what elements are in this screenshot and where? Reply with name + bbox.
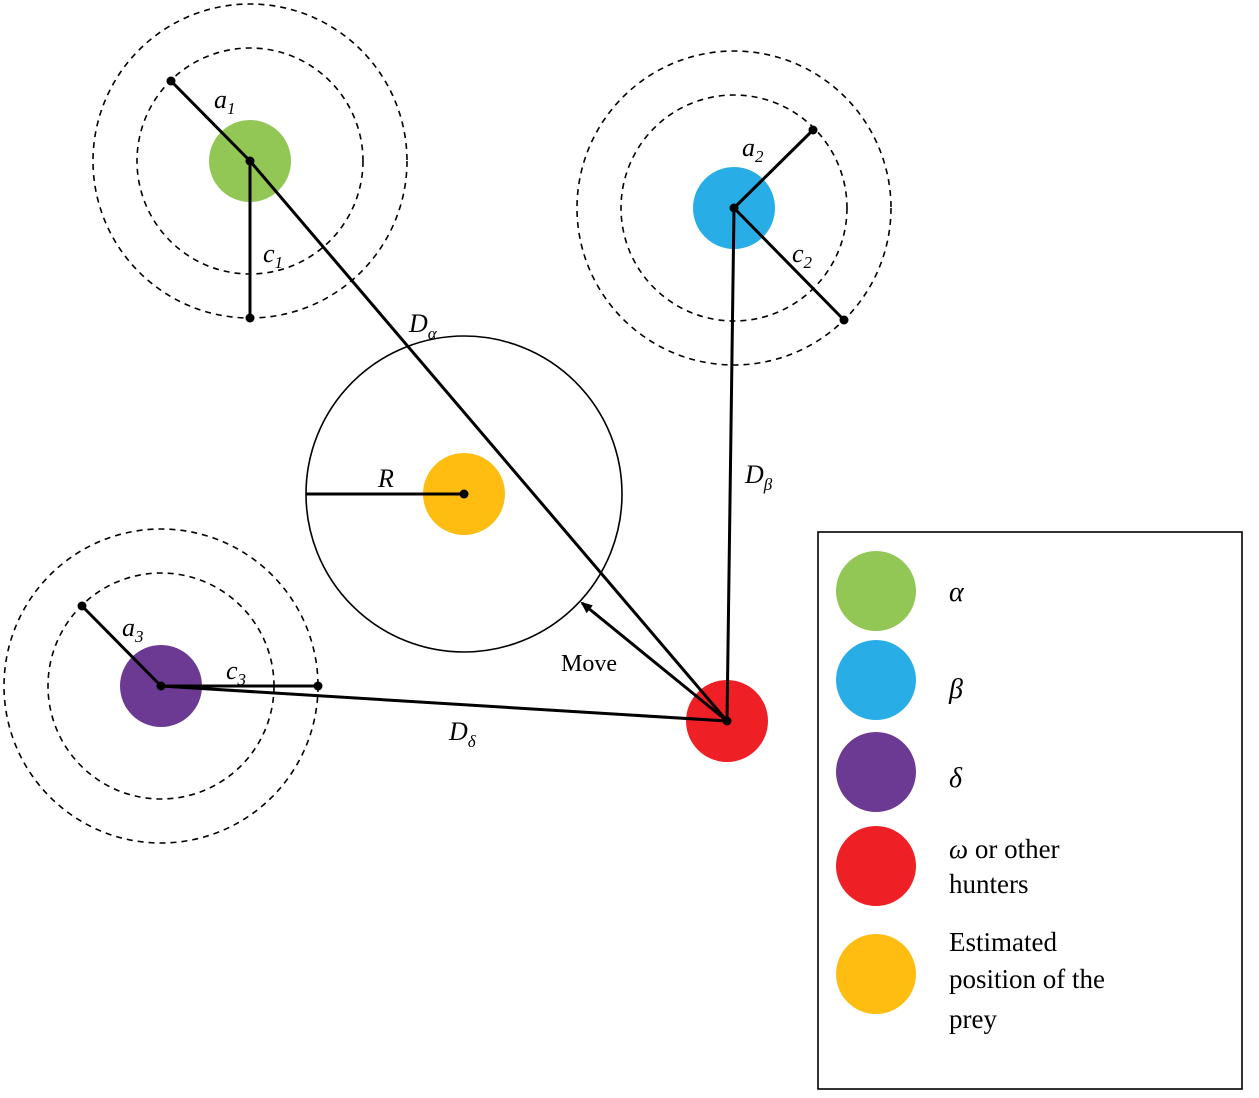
label-c3: c3 <box>226 656 246 689</box>
legend-beta-swatch <box>836 640 916 720</box>
d-delta-line <box>160 684 728 723</box>
d-beta-line <box>725 207 736 722</box>
move-arrow <box>580 601 728 723</box>
beta-a2-radius-line <box>732 128 815 210</box>
beta-outer-dashed-circle <box>576 50 892 366</box>
legend-delta-swatch <box>836 732 916 812</box>
label-d-beta: Dβ <box>744 460 773 494</box>
label-move: Move <box>561 651 617 677</box>
alpha-c1-end-point <box>245 313 255 323</box>
delta-a3-end-point <box>77 601 87 611</box>
d-alpha-line <box>248 160 729 722</box>
omega-center-point <box>722 716 732 726</box>
prey-group <box>305 335 623 653</box>
label-c1: c1 <box>263 239 283 272</box>
beta-a2-end-point <box>808 125 818 135</box>
legend-omega-swatch <box>836 826 916 906</box>
beta-c2-end-point <box>839 315 849 325</box>
label-a3: a3 <box>122 613 144 646</box>
alpha-a1-end-point <box>166 76 176 86</box>
legend-alpha-swatch <box>836 551 916 631</box>
legend-omega-label-line1: ω or other <box>949 834 1060 864</box>
label-a1: a1 <box>214 85 236 118</box>
beta-inner-dashed-circle <box>620 94 848 322</box>
delta-a3-radius-line <box>80 604 163 688</box>
label-r: R <box>377 464 394 493</box>
legend-prey-label-line1: Estimated <box>949 927 1057 957</box>
prey-center-point <box>459 489 469 499</box>
legend-prey-label-line2: position of the <box>949 964 1105 994</box>
legend-beta-label: β <box>948 674 963 705</box>
label-d-delta: Dδ <box>448 717 477 751</box>
label-d-alpha: Dα <box>408 309 438 343</box>
label-c2: c2 <box>792 239 813 272</box>
legend-prey-swatch <box>836 934 916 1014</box>
legend-prey-label-line3: prey <box>949 1004 997 1034</box>
legend: α β δ ω or other hunters Estimated posit… <box>817 531 1243 1090</box>
alpha-a1-radius-line <box>169 79 252 163</box>
legend-delta-label: δ <box>949 763 963 794</box>
beta-c2-radius-line <box>732 206 846 322</box>
legend-alpha-label: α <box>949 577 965 608</box>
legend-omega-label-line2: hunters <box>949 869 1028 899</box>
label-a2: a2 <box>742 133 764 166</box>
omega-group <box>160 160 768 762</box>
delta-c3-end-point <box>313 681 323 691</box>
